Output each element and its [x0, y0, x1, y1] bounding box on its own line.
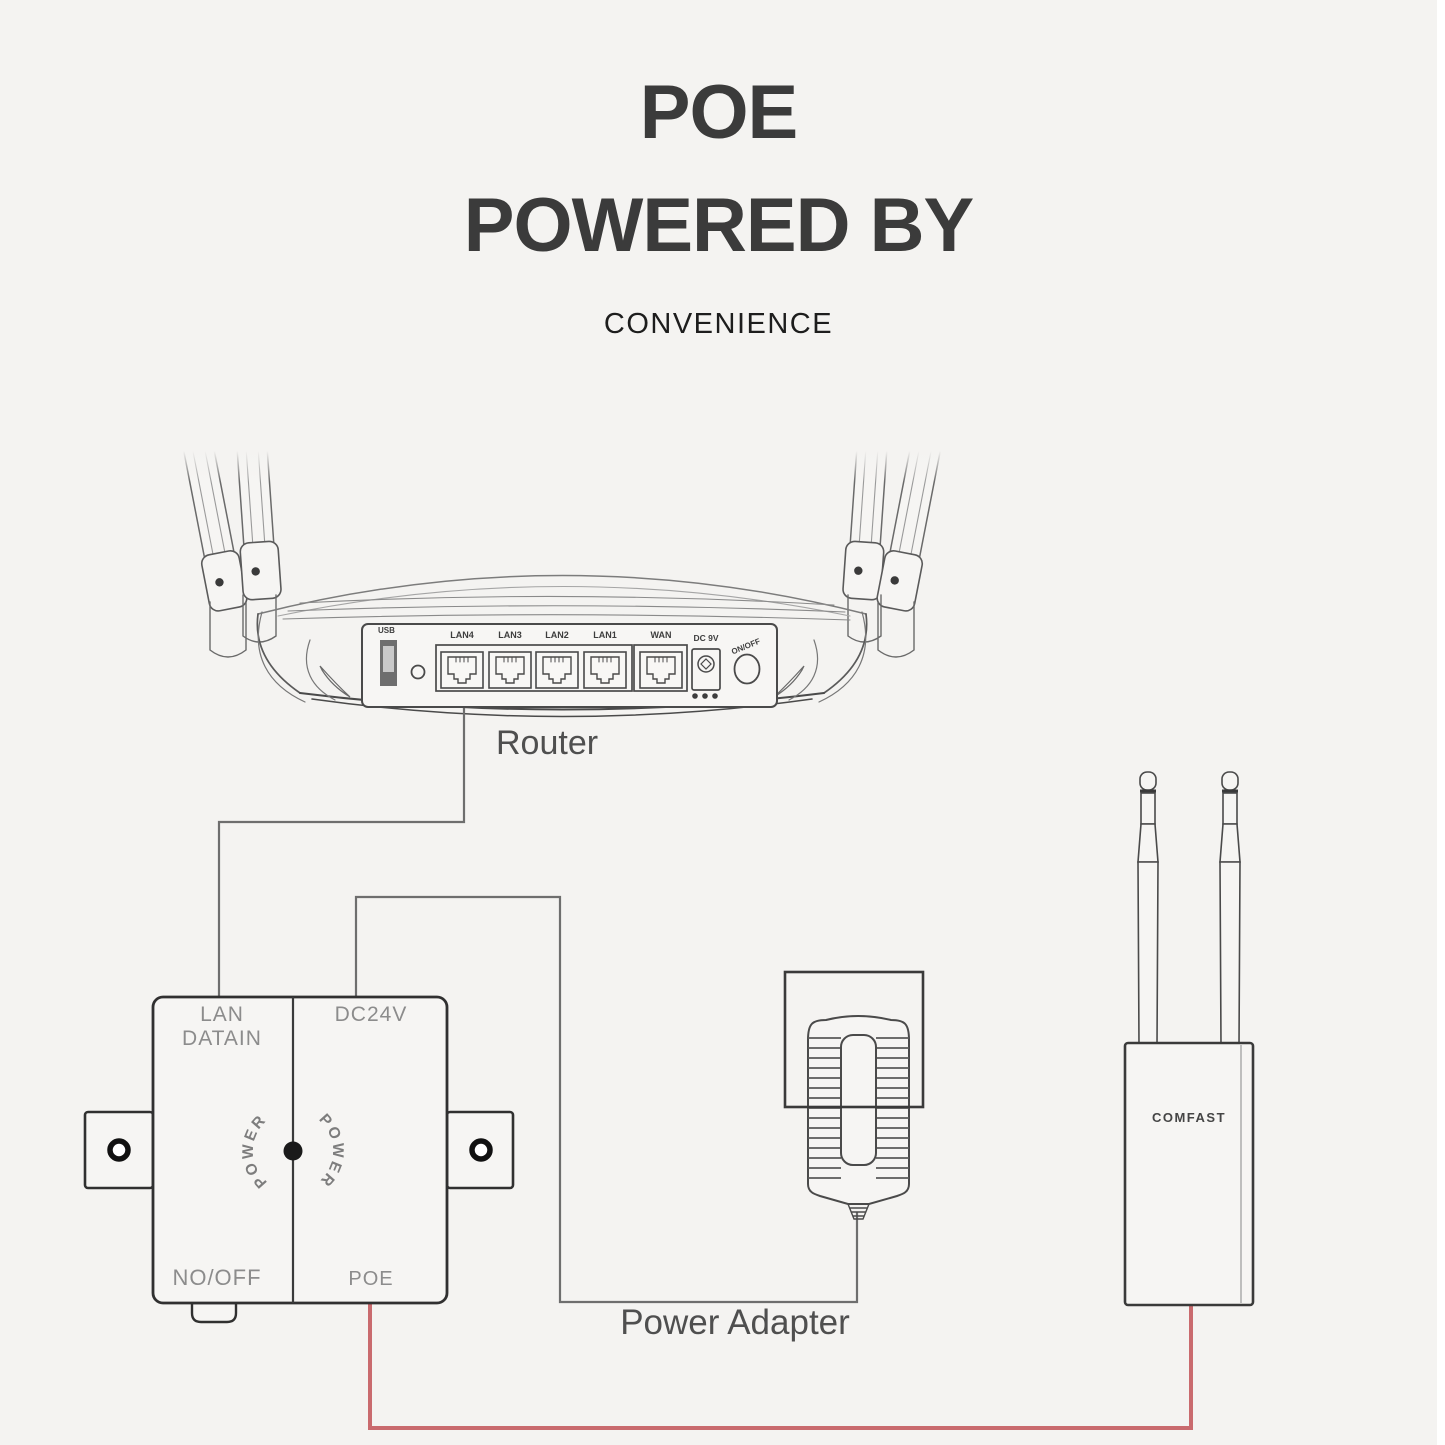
injector-left-screw-hole — [107, 1138, 131, 1162]
power-adapter-illustration — [783, 970, 925, 1220]
ap-body — [1123, 1041, 1255, 1307]
router-lan2-port — [535, 651, 579, 689]
router-illustration — [150, 420, 980, 718]
lan1-label: LAN1 — [593, 630, 617, 640]
power-cable-line — [354, 895, 859, 1304]
power-adapter-label: Power Adapter — [620, 1303, 850, 1342]
router-lan-group — [435, 644, 633, 692]
ap-antenna-right — [1218, 770, 1242, 1048]
wan-label: WAN — [650, 630, 672, 640]
injector-poe-label: POE — [348, 1268, 394, 1290]
injector-right-screw-hole — [469, 1138, 493, 1162]
injector-datain-label: DATAIN — [182, 1027, 262, 1050]
router-lan3-port — [488, 651, 532, 689]
router-wan-group — [633, 644, 688, 692]
injector-lan-label: LAN — [200, 1003, 244, 1026]
injector-center-dot — [283, 1141, 303, 1161]
lan3-label: LAN3 — [498, 630, 522, 640]
injector-dc24v-label: DC24V — [334, 1003, 408, 1026]
lan4-label: LAN4 — [450, 630, 474, 640]
lan-cable-line — [217, 708, 466, 1000]
adapter-wall-plate — [783, 970, 925, 1109]
title-powered-by: POWERED BY — [463, 183, 974, 268]
title-convenience: CONVENIENCE — [603, 308, 834, 340]
dc9v-label: DC 9V — [693, 633, 719, 643]
router-lan4-port — [440, 651, 484, 689]
injector-nooff-label: NO/OFF — [172, 1265, 262, 1290]
title-poe: POE — [639, 70, 799, 155]
router-reset-button — [410, 664, 426, 680]
router-label: Router — [496, 724, 599, 762]
comfast-logo: COMFAST — [1151, 1110, 1227, 1125]
ap-antenna-left — [1136, 770, 1160, 1048]
lan2-label: LAN2 — [545, 630, 569, 640]
adapter-slot — [840, 1034, 877, 1166]
usb-label: USB — [378, 626, 395, 635]
router-lan1-port — [583, 651, 627, 689]
adapter-ribs — [808, 1037, 909, 1179]
adapter-strain-relief — [847, 1203, 870, 1220]
router-dc-jack — [691, 648, 721, 699]
antenna-fade — [150, 420, 980, 482]
router-power-button — [733, 653, 761, 685]
poe-injector-illustration: POWER POWER — [83, 995, 515, 1324]
injector-bottom-switch — [190, 1301, 238, 1324]
access-point-illustration — [1123, 770, 1255, 1307]
poe-cable-line-red — [368, 1304, 1193, 1430]
router-usb-port — [380, 640, 397, 686]
router-wan-port — [639, 651, 683, 689]
image-edge-strip — [1437, 0, 1445, 1445]
